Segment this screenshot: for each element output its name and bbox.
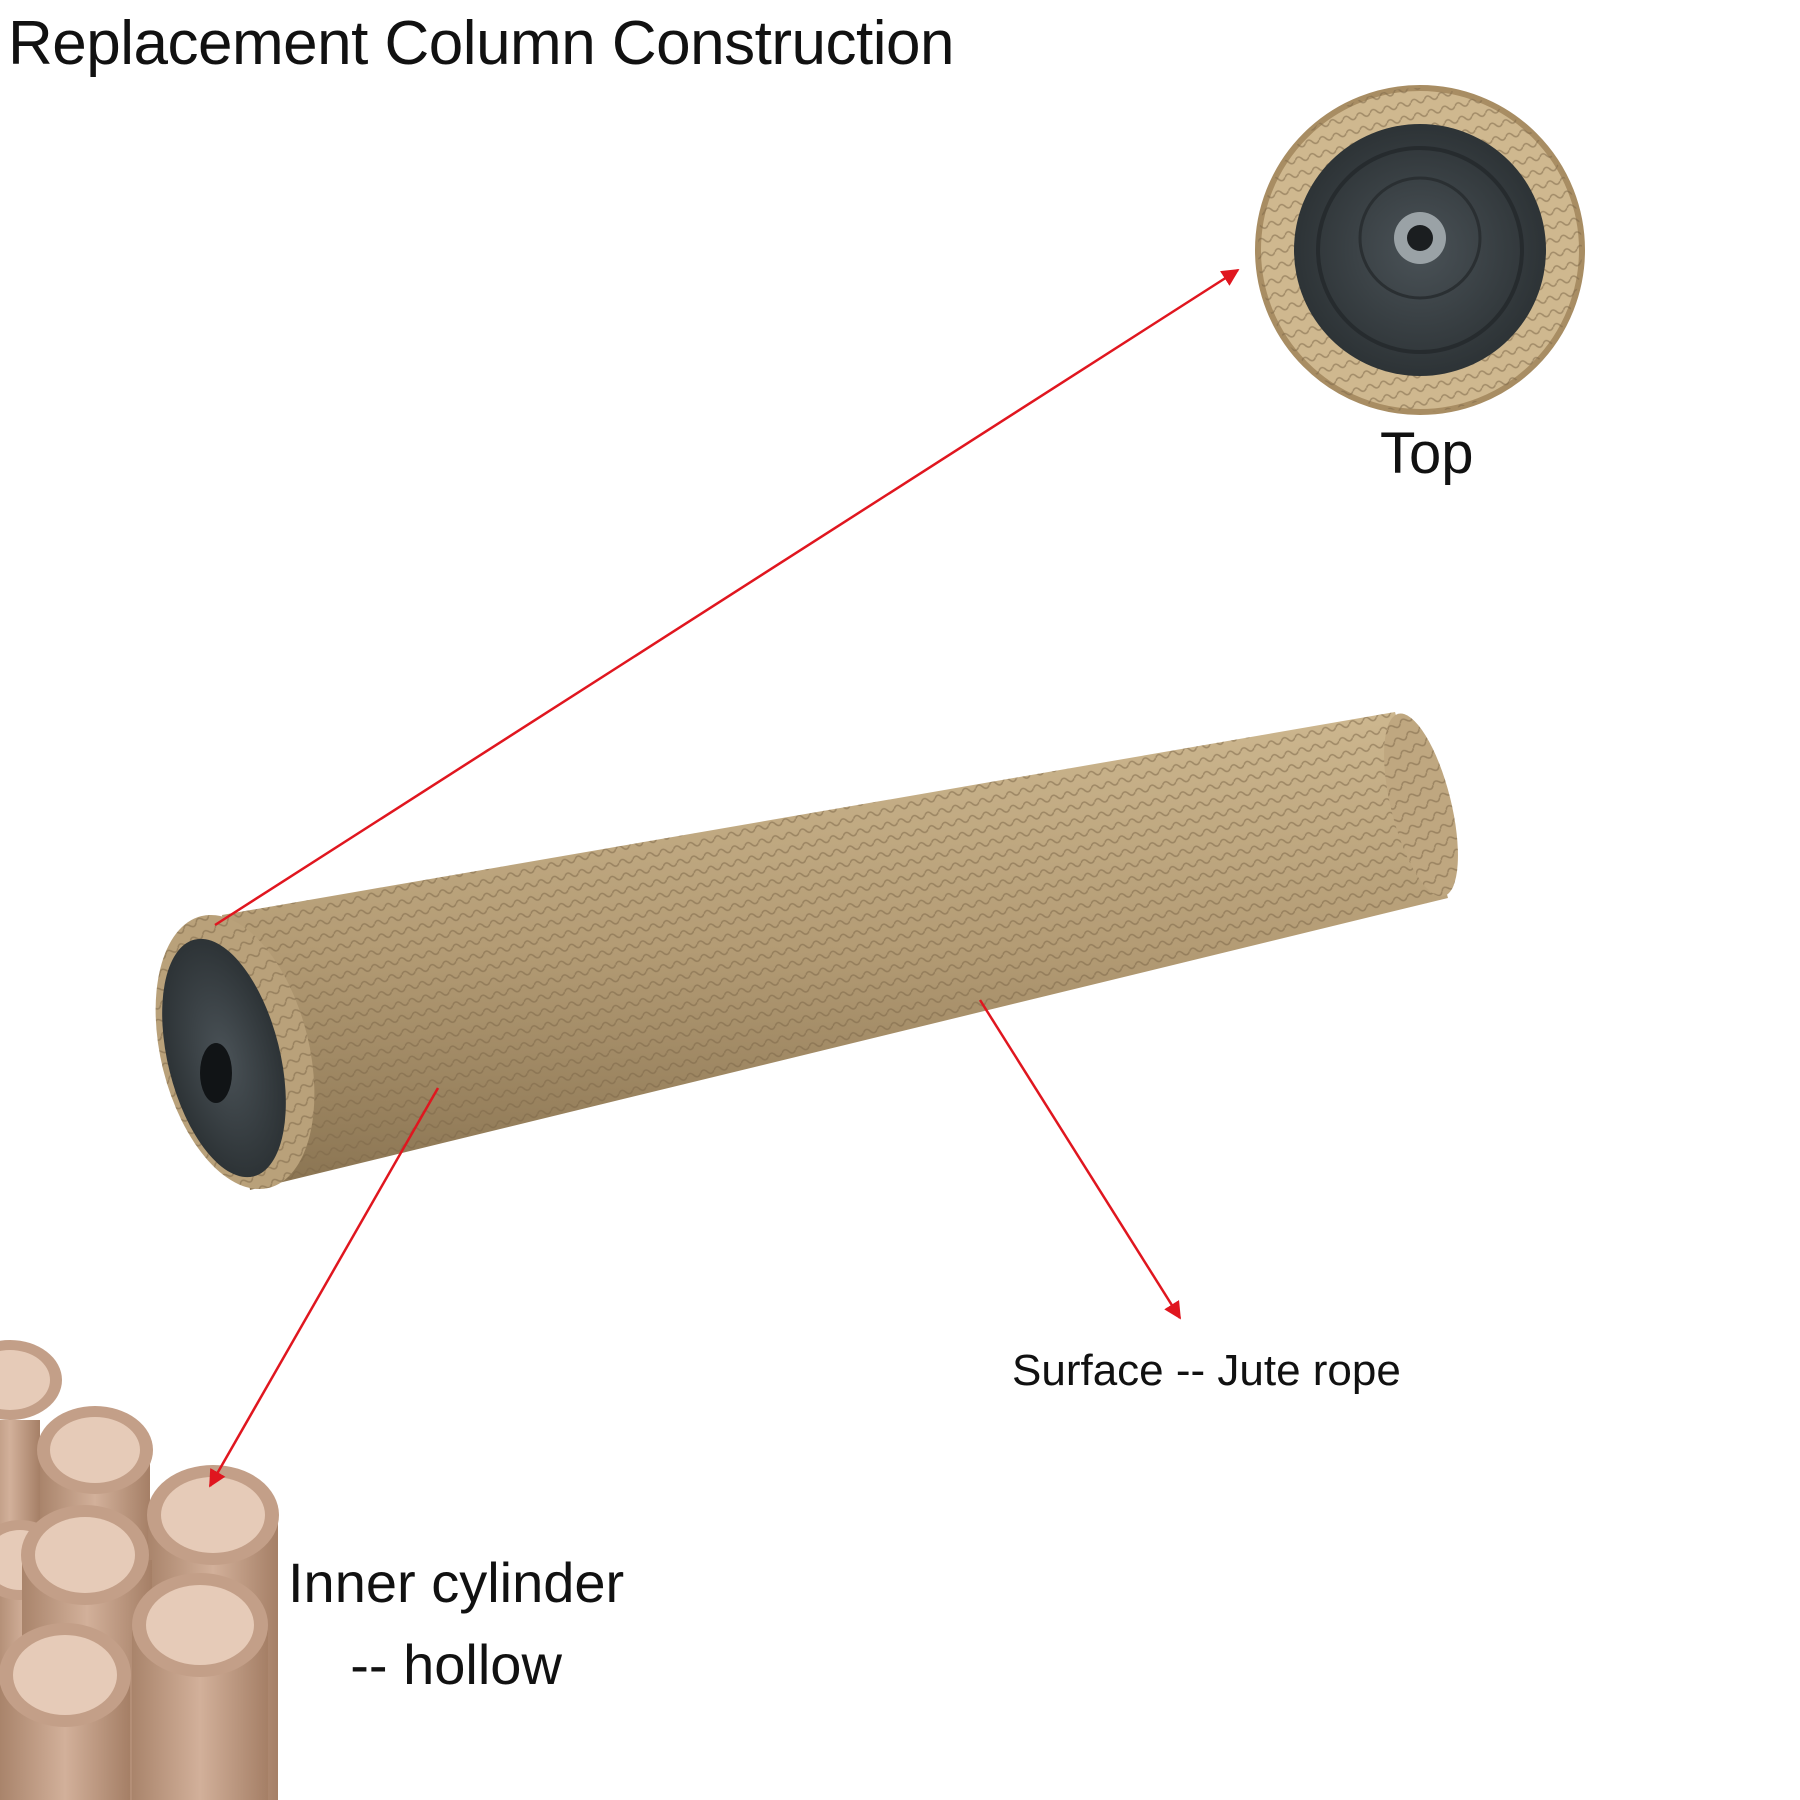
inner-cylinder-label-line2: -- hollow xyxy=(350,1633,562,1696)
page-title: Replacement Column Construction xyxy=(8,9,954,78)
jute-column-image xyxy=(155,712,1458,1190)
surface-label: Surface -- Jute rope xyxy=(1012,1346,1401,1395)
inner-callout-arrow xyxy=(208,1087,440,1488)
top-view-image xyxy=(1255,85,1585,415)
top-callout-arrow xyxy=(214,268,1240,927)
top-label: Top xyxy=(1380,421,1474,486)
inner-cylinder-image xyxy=(0,1340,279,1800)
surface-callout-arrow xyxy=(978,999,1182,1320)
inner-cylinder-label-line1: Inner cylinder xyxy=(288,1551,625,1614)
inner-cylinder-label: Inner cylinder -- hollow xyxy=(288,1542,624,1706)
